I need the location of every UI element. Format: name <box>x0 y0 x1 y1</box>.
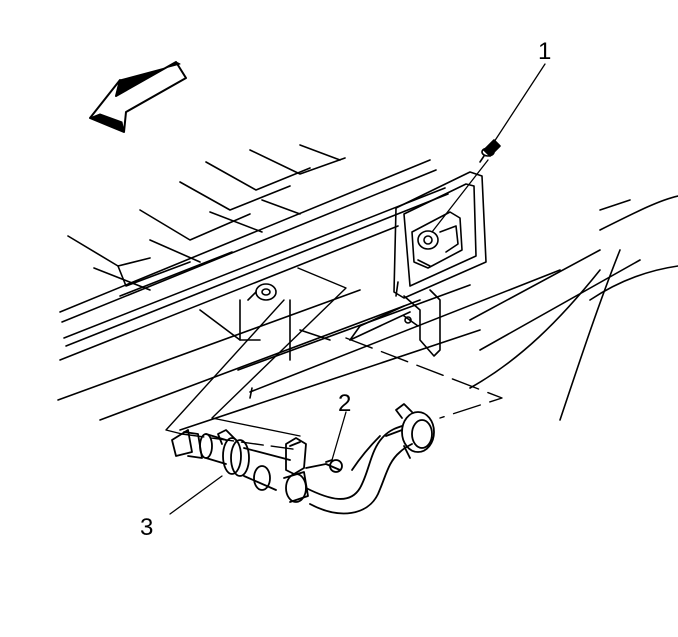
fuel-filler-pocket <box>349 171 487 357</box>
body-grommet <box>247 283 277 301</box>
leader-lines <box>169 63 546 515</box>
callout-3-label: 3 <box>140 514 154 541</box>
installation-path-lines <box>165 267 503 451</box>
callout-1-label: 1 <box>538 38 552 65</box>
vehicle-underbody <box>57 144 678 431</box>
callout-2-label: 2 <box>338 390 352 417</box>
fuel-filler-screw <box>479 139 501 163</box>
front-direction-arrow-icon <box>89 61 187 133</box>
fuel-filler-hose <box>171 403 435 515</box>
